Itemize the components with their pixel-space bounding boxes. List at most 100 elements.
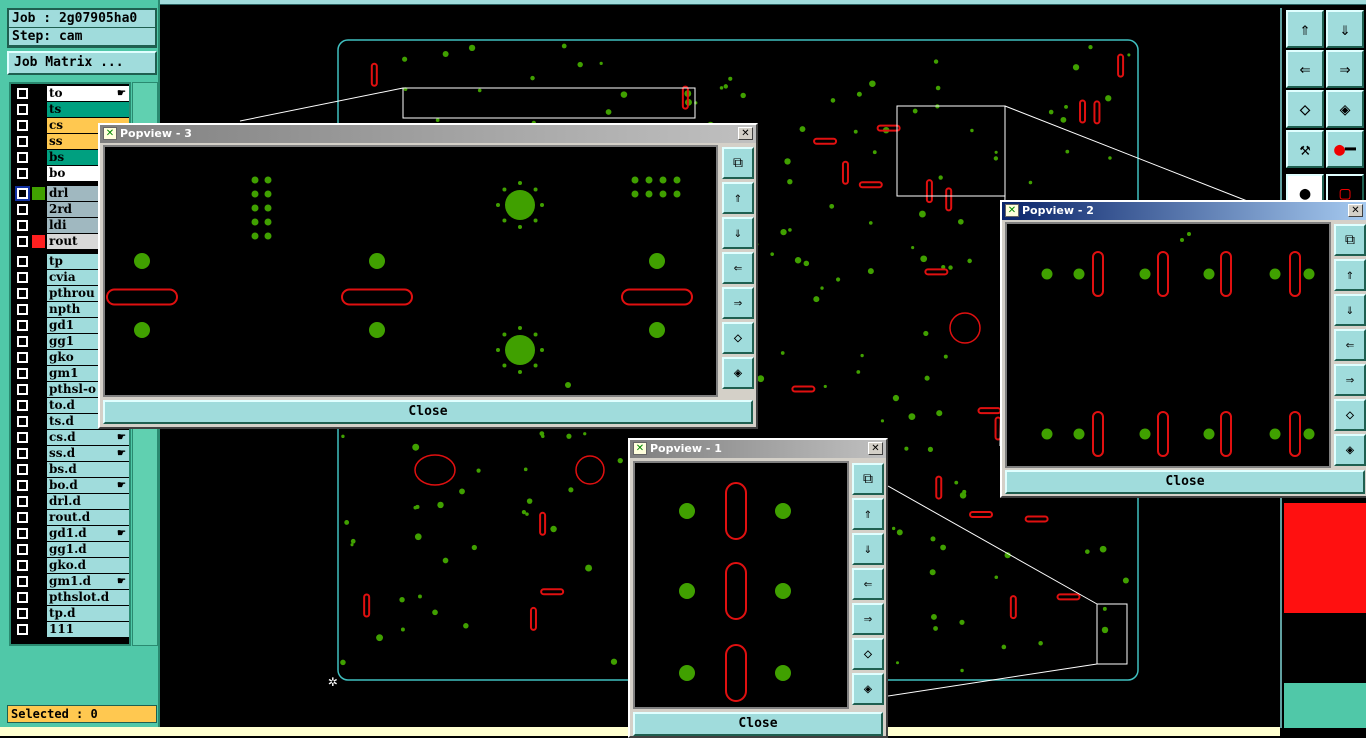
layer-checkbox[interactable]	[17, 304, 28, 315]
window-icon[interactable]: ⧉	[1334, 224, 1366, 256]
pan-right-icon[interactable]: ⇒	[852, 603, 884, 635]
close-icon[interactable]: ✕	[738, 127, 753, 140]
layer-checkbox[interactable]	[17, 88, 28, 99]
layer-checkbox[interactable]	[15, 186, 30, 201]
layer-name[interactable]: ts	[47, 102, 129, 117]
layer-row[interactable]: rout.d	[13, 510, 129, 525]
zoom-in-button[interactable]: ◈	[1326, 90, 1364, 128]
layer-row[interactable]: tp.d	[13, 606, 129, 621]
layer-row[interactable]: ss.d☛	[13, 446, 129, 461]
layer-checkbox[interactable]	[17, 512, 28, 523]
tools-button[interactable]: ⚒	[1286, 130, 1324, 168]
zoom-in-icon[interactable]: ◈	[852, 673, 884, 705]
layer-row[interactable]: ts	[13, 102, 129, 117]
popview-3-view[interactable]	[103, 145, 718, 397]
popview-1-view[interactable]	[633, 461, 849, 709]
layer-row[interactable]: bo.d☛	[13, 478, 129, 493]
layer-checkbox[interactable]	[17, 496, 28, 507]
layer-checkbox[interactable]	[17, 464, 28, 475]
layer-checkbox[interactable]	[17, 104, 28, 115]
pan-down-icon[interactable]: ⇓	[852, 533, 884, 565]
pan-left-icon[interactable]: ⇐	[852, 568, 884, 600]
layer-checkbox[interactable]	[17, 592, 28, 603]
snap-button[interactable]: ●━	[1326, 130, 1364, 168]
close-icon[interactable]: ✕	[1348, 204, 1363, 217]
layer-checkbox[interactable]	[17, 624, 28, 635]
layer-name[interactable]: gg1.d	[47, 542, 129, 557]
layer-checkbox[interactable]	[17, 528, 28, 539]
zoom-out-icon[interactable]: ◇	[1334, 399, 1366, 431]
layer-name[interactable]: ss.d☛	[47, 446, 129, 461]
pan-up-icon[interactable]: ⇑	[722, 182, 754, 214]
zoom-out-icon[interactable]: ◇	[852, 638, 884, 670]
layer-name[interactable]: drl.d	[47, 494, 129, 509]
pan-right-button[interactable]: ⇒	[1326, 50, 1364, 88]
layer-checkbox[interactable]	[17, 432, 28, 443]
window-icon[interactable]: ⧉	[722, 147, 754, 179]
layer-row[interactable]: gm1.d☛	[13, 574, 129, 589]
layer-checkbox[interactable]	[17, 320, 28, 331]
layer-name[interactable]: tp.d	[47, 606, 129, 621]
layer-checkbox[interactable]	[17, 416, 28, 427]
layer-checkbox[interactable]	[17, 544, 28, 555]
layer-checkbox[interactable]	[17, 480, 28, 491]
layer-name[interactable]: 111	[47, 622, 129, 637]
popview-title-bar[interactable]: ✕Popview - 2✕	[1002, 202, 1366, 220]
close-icon[interactable]: ✕	[868, 442, 883, 455]
pan-down-icon[interactable]: ⇓	[1334, 294, 1366, 326]
layer-row[interactable]: to☛	[13, 86, 129, 101]
layer-row[interactable]: pthslot.d	[13, 590, 129, 605]
job-matrix-button[interactable]: Job Matrix ...	[7, 51, 157, 75]
layer-name[interactable]: rout.d	[47, 510, 129, 525]
pan-left-button[interactable]: ⇐	[1286, 50, 1324, 88]
layer-name[interactable]: gko.d	[47, 558, 129, 573]
pan-up-icon[interactable]: ⇑	[852, 498, 884, 530]
pan-down-icon[interactable]: ⇓	[722, 217, 754, 249]
layer-name[interactable]: to☛	[47, 86, 129, 101]
layer-checkbox[interactable]	[17, 336, 28, 347]
layer-checkbox[interactable]	[17, 120, 28, 131]
pan-right-icon[interactable]: ⇒	[722, 287, 754, 319]
layer-checkbox[interactable]	[17, 352, 28, 363]
layer-checkbox[interactable]	[17, 608, 28, 619]
layer-row[interactable]: gd1.d☛	[13, 526, 129, 541]
popview-title-bar[interactable]: ✕Popview - 1✕	[630, 440, 886, 458]
zoom-out-button[interactable]: ◇	[1286, 90, 1324, 128]
close-button[interactable]: Close	[633, 712, 883, 736]
layer-row[interactable]: 111	[13, 622, 129, 637]
zoom-in-icon[interactable]: ◈	[722, 357, 754, 389]
layer-name[interactable]: gm1.d☛	[47, 574, 129, 589]
mini-map[interactable]	[1284, 503, 1366, 613]
layer-checkbox[interactable]	[17, 220, 28, 231]
layer-checkbox[interactable]	[17, 384, 28, 395]
layer-row[interactable]: gg1.d	[13, 542, 129, 557]
popview-2-view[interactable]	[1005, 222, 1331, 468]
zoom-out-icon[interactable]: ◇	[722, 322, 754, 354]
pan-left-icon[interactable]: ⇐	[722, 252, 754, 284]
layer-checkbox[interactable]	[17, 136, 28, 147]
layer-checkbox[interactable]	[17, 400, 28, 411]
layer-name[interactable]: bo.d☛	[47, 478, 129, 493]
layer-checkbox[interactable]	[17, 288, 28, 299]
layer-name[interactable]: cs.d☛	[47, 430, 129, 445]
layer-name[interactable]: gd1.d☛	[47, 526, 129, 541]
window-icon[interactable]: ⧉	[852, 463, 884, 495]
pan-down-button[interactable]: ⇓	[1326, 10, 1364, 48]
layer-name[interactable]: pthslot.d	[47, 590, 129, 605]
close-button[interactable]: Close	[1005, 470, 1365, 494]
pan-right-icon[interactable]: ⇒	[1334, 364, 1366, 396]
layer-checkbox[interactable]	[17, 256, 28, 267]
layer-checkbox[interactable]	[17, 448, 28, 459]
close-button[interactable]: Close	[103, 400, 753, 424]
layer-name[interactable]: bs.d	[47, 462, 129, 477]
pan-up-icon[interactable]: ⇑	[1334, 259, 1366, 291]
layer-row[interactable]: cs.d☛	[13, 430, 129, 445]
layer-row[interactable]: gko.d	[13, 558, 129, 573]
layer-checkbox[interactable]	[17, 368, 28, 379]
zoom-in-icon[interactable]: ◈	[1334, 434, 1366, 466]
layer-checkbox[interactable]	[17, 236, 28, 247]
layer-checkbox[interactable]	[17, 560, 28, 571]
layer-checkbox[interactable]	[17, 204, 28, 215]
layer-checkbox[interactable]	[17, 576, 28, 587]
layer-checkbox[interactable]	[17, 168, 28, 179]
